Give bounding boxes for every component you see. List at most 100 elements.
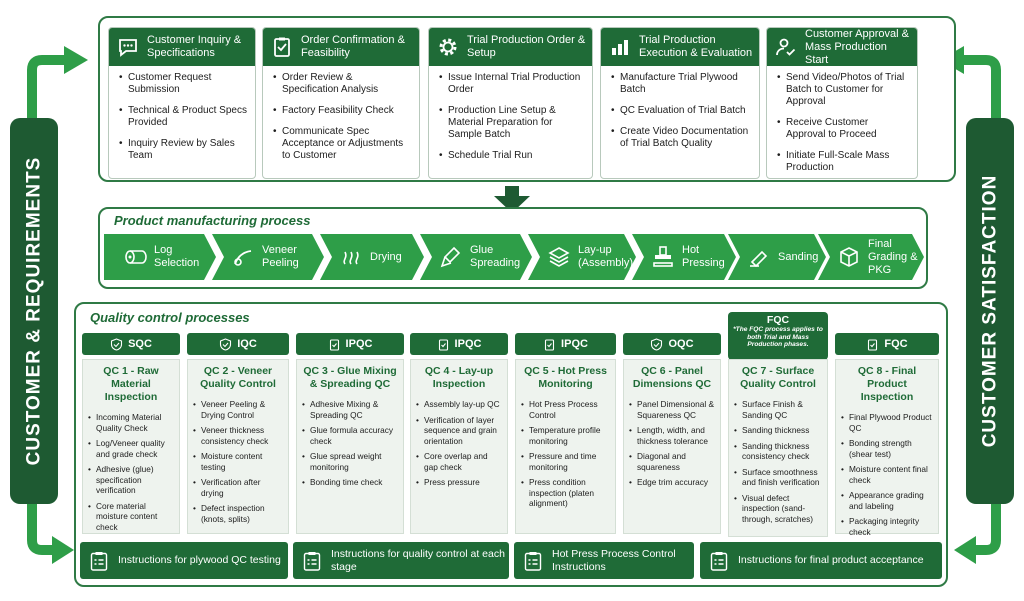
step-items: Issue Internal Trial Production Order Pr…: [429, 66, 592, 162]
list-item: Inquiry Review by Sales Team: [119, 138, 247, 162]
list-item: Bonding time check: [302, 477, 398, 488]
step-header: Order Confirmation & Feasibility: [263, 28, 419, 66]
clipboard-check-icon: [437, 338, 450, 351]
qc-column-1: SQC QC 1 - Raw Material Inspection Incom…: [82, 333, 180, 537]
list-item: Customer Request Submission: [119, 72, 247, 96]
qc-column-8: FQC QC 8 - Final Product Inspection Fina…: [835, 333, 939, 537]
instruction-label: Instructions for quality control at each…: [331, 547, 505, 573]
list-item: Schedule Trial Run: [439, 150, 584, 162]
list-item: Press pressure: [416, 477, 502, 488]
clipboard-list-icon: [303, 551, 321, 571]
qc-body: QC 8 - Final Product Inspection Final Pl…: [835, 359, 939, 537]
list-item: Sanding thickness: [734, 425, 822, 436]
list-item: Manufacture Trial Plywood Batch: [611, 72, 751, 96]
mfg-step-glue-spreading: Glue Spreading: [420, 234, 532, 280]
clipboard-list-icon: [524, 551, 542, 571]
list-item: Moisture content testing: [193, 451, 283, 472]
instruction-quality-control-each-stage[interactable]: Instructions for quality control at each…: [293, 542, 509, 579]
qc-badge: OQC: [623, 333, 721, 355]
mfg-step-label: Final Grading & PKG: [868, 237, 918, 276]
qc-items: Adhesive Mixing & Spreading QC Glue form…: [302, 399, 398, 488]
list-item: Adhesive Mixing & Spreading QC: [302, 399, 398, 420]
qc-body: QC 7 - Surface Quality Control Surface F…: [728, 359, 828, 537]
step-items: Order Review & Specification Analysis Fa…: [263, 66, 419, 162]
list-item: Surface smoothness and finish verificati…: [734, 467, 822, 488]
list-item: Temperature profile monitoring: [521, 425, 610, 446]
mfg-step-label: Veneer Peeling: [262, 244, 299, 269]
list-item: Incoming Material Quality Check: [88, 412, 174, 433]
list-item: Veneer thickness consistency check: [193, 425, 283, 446]
list-item: QC Evaluation of Trial Batch: [611, 105, 751, 117]
down-arrow-icon: [494, 186, 530, 213]
step-customer-inquiry: Customer Inquiry & Specifications Custom…: [108, 27, 256, 179]
instruction-hot-press-control[interactable]: Hot Press Process Control Instructions: [514, 542, 694, 579]
mfg-step-label: Log Selection: [154, 244, 200, 269]
qc-body: QC 4 - Lay-up Inspection Assembly lay-up…: [410, 359, 508, 534]
list-item: Send Video/Photos of Trial Batch to Cust…: [777, 72, 909, 108]
clipboard-check-icon: [328, 338, 341, 351]
chat-bubble-icon: [115, 34, 141, 60]
shield-check-icon: [219, 337, 232, 351]
list-item: Log/Veneer quality and grade check: [88, 438, 174, 459]
qc-badge-label: IPQC: [561, 338, 588, 350]
list-item: Bonding strength (shear test): [841, 438, 933, 459]
list-item: Communicate Spec Acceptance or Adjustmen…: [273, 126, 411, 162]
shield-check-icon: [110, 337, 123, 351]
step-items: Manufacture Trial Plywood Batch QC Evalu…: [601, 66, 759, 150]
list-item: Press condition inspection (platen align…: [521, 477, 610, 509]
mfg-step-label: Drying: [370, 250, 402, 263]
right-side-label: CUSTOMER SATISFACTION: [979, 174, 1000, 448]
qc-items: Assembly lay-up QC Verification of layer…: [416, 399, 502, 488]
layers-icon: [546, 244, 572, 270]
qc-name: QC 4 - Lay-up Inspection: [424, 365, 494, 390]
sanding-icon: [746, 244, 772, 270]
instruction-label: Hot Press Process Control Instructions: [552, 547, 676, 573]
qc-items: Veneer Peeling & Drying Control Veneer t…: [193, 399, 283, 524]
mfg-step-sanding: Sanding: [728, 234, 826, 280]
mfg-step-label: Glue Spreading: [470, 244, 521, 269]
clipboard-check-icon: [866, 338, 879, 351]
instruction-label: Instructions for plywood QC testing: [118, 554, 281, 566]
qc-name: QC 5 - Hot Press Monitoring: [524, 365, 607, 390]
step-trial-execution: Trial Production Execution & Evaluation …: [600, 27, 760, 179]
package-icon: [836, 244, 862, 270]
list-item: Panel Dimensional & Squareness QC: [629, 399, 715, 420]
list-item: Verification of layer sequence and grain…: [416, 415, 502, 447]
list-item: Moisture content final check: [841, 464, 933, 485]
instruction-final-product-acceptance[interactable]: Instructions for final product acceptanc…: [700, 542, 942, 579]
instruction-plywood-qc-testing[interactable]: Instructions for plywood QC testing: [80, 542, 288, 579]
clipboard-check-icon: [543, 338, 556, 351]
qc-items: Surface Finish & Sanding QC Sanding thic…: [734, 399, 822, 524]
qc-name: QC 7 - Surface Quality Control: [740, 365, 816, 390]
list-item: Core overlap and gap check: [416, 451, 502, 472]
qc-badge-label: IPQC: [345, 338, 373, 350]
list-item: Initiate Full-Scale Mass Production: [777, 150, 909, 174]
qc-column-2: IQC QC 2 - Veneer Quality Control Veneer…: [187, 333, 289, 537]
step-customer-approval: Customer Approval & Mass Production Star…: [766, 27, 918, 179]
step-header: Customer Approval & Mass Production Star…: [767, 28, 917, 66]
step-trial-order: Trial Production Order & Setup Issue Int…: [428, 27, 593, 179]
glue-brush-icon: [438, 244, 464, 270]
qc-badge: IPQC: [410, 333, 508, 355]
gear-icon: [435, 34, 461, 60]
bar-chart-icon: [607, 34, 633, 60]
press-icon: [650, 244, 676, 270]
mfg-step-hot-pressing: Hot Pressing: [632, 234, 736, 280]
step-title: Order Confirmation & Feasibility: [301, 34, 405, 59]
qc-items: Incoming Material Quality Check Log/Vene…: [88, 412, 174, 532]
mfg-step-log-selection: Log Selection: [104, 234, 216, 280]
qc-badge-label: IQC: [237, 338, 257, 350]
qc-body: QC 2 - Veneer Quality Control Veneer Pee…: [187, 359, 289, 534]
mfg-step-lay-up: Lay-up (Assembly): [528, 234, 636, 280]
qc-items: Hot Press Process Control Temperature pr…: [521, 399, 610, 509]
qc-column-6: OQC QC 6 - Panel Dimensions QC Panel Dim…: [623, 333, 721, 537]
qc-badge: IPQC: [296, 333, 404, 355]
step-title: Customer Inquiry & Specifications: [147, 34, 242, 59]
step-header: Customer Inquiry & Specifications: [109, 28, 255, 66]
step-order-confirmation: Order Confirmation & Feasibility Order R…: [262, 27, 420, 179]
qc-title: Quality control processes: [90, 310, 250, 325]
step-header: Trial Production Execution & Evaluation: [601, 28, 759, 66]
qc-column-4: IPQC QC 4 - Lay-up Inspection Assembly l…: [410, 333, 508, 537]
qc-badge-label: SQC: [128, 338, 152, 350]
step-header: Trial Production Order & Setup: [429, 28, 592, 66]
